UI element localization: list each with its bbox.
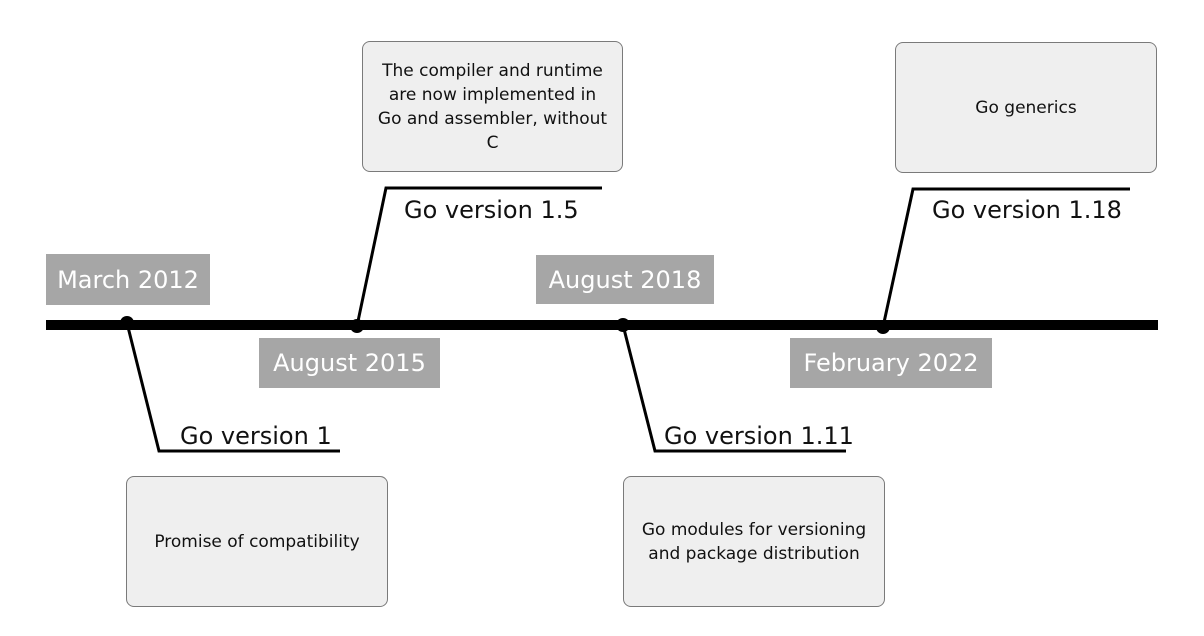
event-version-2: Go version 1.11 <box>664 422 854 450</box>
event-description-0: Promise of compatibility <box>126 476 388 607</box>
event-description-2: Go modules for versioning and package di… <box>623 476 885 607</box>
event-version-3: Go version 1.18 <box>932 196 1122 224</box>
event-date-2: August 2018 <box>536 255 714 304</box>
event-description-3: Go generics <box>895 42 1157 173</box>
event-connector-3 <box>881 187 1130 328</box>
event-connector-2 <box>621 324 846 453</box>
event-date-3: February 2022 <box>790 338 992 388</box>
event-connector-1 <box>355 186 602 327</box>
event-marker-0 <box>120 316 134 330</box>
event-description-1: The compiler and runtime are now impleme… <box>362 41 623 172</box>
event-marker-3 <box>876 320 890 334</box>
event-marker-1 <box>350 319 364 333</box>
event-date-0: March 2012 <box>46 254 210 305</box>
event-connector-0 <box>125 322 340 453</box>
event-date-1: August 2015 <box>259 338 440 388</box>
event-version-1: Go version 1.5 <box>404 196 579 224</box>
event-marker-2 <box>616 318 630 332</box>
event-version-0: Go version 1 <box>180 422 332 450</box>
